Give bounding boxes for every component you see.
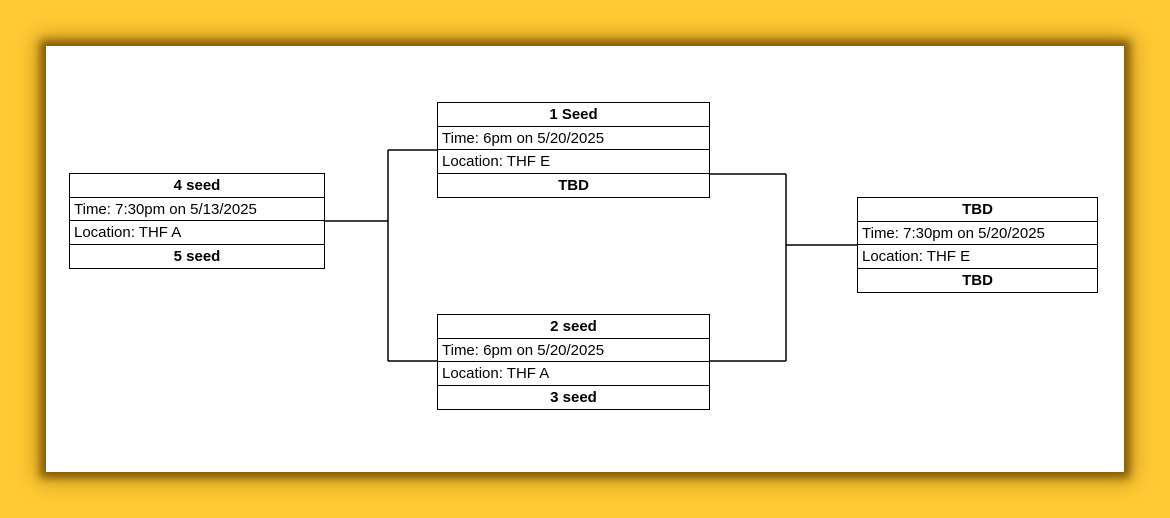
match-time: Time: 7:30pm on 5/13/2025: [70, 198, 324, 221]
match-final: TBD Time: 7:30pm on 5/20/2025 Location: …: [857, 197, 1098, 293]
match-quarterfinal: 4 seed Time: 7:30pm on 5/13/2025 Locatio…: [69, 173, 325, 269]
match-team-top: 2 seed: [438, 315, 709, 339]
match-location: Location: THF A: [70, 221, 324, 245]
match-location: Location: THF A: [438, 362, 709, 386]
match-location: Location: THF E: [438, 150, 709, 174]
match-team-top: 1 Seed: [438, 103, 709, 127]
match-location: Location: THF E: [858, 245, 1097, 269]
match-semifinal-bottom: 2 seed Time: 6pm on 5/20/2025 Location: …: [437, 314, 710, 410]
match-team-bottom: TBD: [558, 176, 589, 194]
match-time: Time: 7:30pm on 5/20/2025: [858, 222, 1097, 245]
match-team-bottom: 3 seed: [550, 388, 597, 406]
match-team-top: 4 seed: [70, 174, 324, 198]
match-semifinal-top: 1 Seed Time: 6pm on 5/20/2025 Location: …: [437, 102, 710, 198]
match-team-top: TBD: [858, 198, 1097, 222]
match-time: Time: 6pm on 5/20/2025: [438, 339, 709, 362]
match-team-bottom: 5 seed: [173, 247, 221, 265]
match-time: Time: 6pm on 5/20/2025: [438, 127, 709, 150]
match-team-bottom: TBD: [962, 271, 993, 289]
